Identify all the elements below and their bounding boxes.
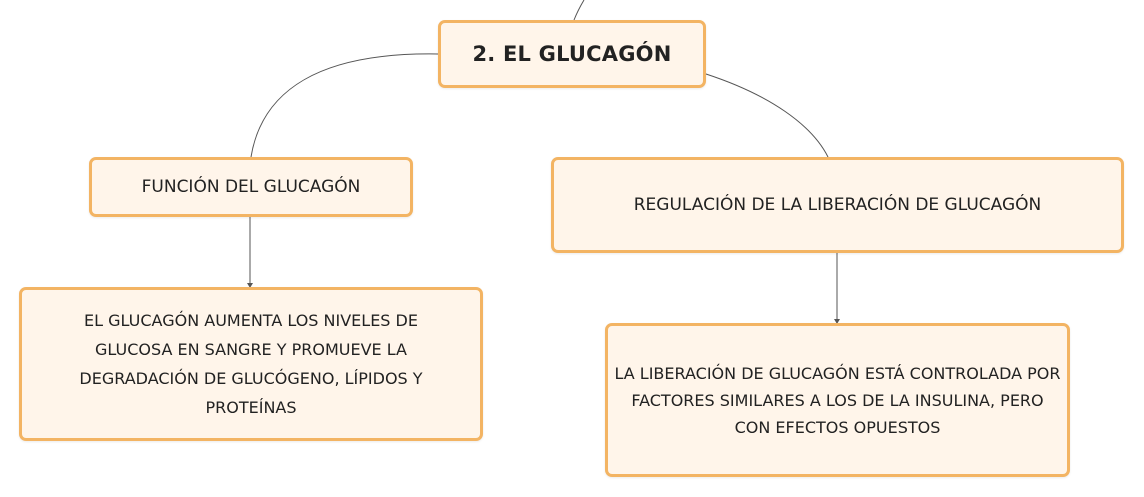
description-text: EL GLUCAGÓN AUMENTA LOS NIVELES DE GLUCO…: [79, 311, 423, 417]
root-label: 2. EL GLUCAGÓN: [472, 42, 672, 66]
branch-node-regulacion[interactable]: REGULACIÓN DE LA LIBERACIÓN DE GLUCAGÓN: [551, 157, 1124, 253]
connector-root-to-funcion: [250, 53, 439, 158]
arrowhead: [247, 283, 253, 288]
branch-title: FUNCIÓN DEL GLUCAGÓN: [141, 177, 361, 197]
description-node-regulacion[interactable]: LA LIBERACIÓN DE GLUCAGÓN ESTÁ CONTROLAD…: [605, 323, 1070, 477]
description-text: LA LIBERACIÓN DE GLUCAGÓN ESTÁ CONTROLAD…: [614, 363, 1061, 437]
branch-title: REGULACIÓN DE LA LIBERACIÓN DE GLUCAGÓN: [633, 195, 1042, 215]
connector-root-to-regulacion: [705, 73, 829, 158]
arrowhead: [834, 319, 840, 324]
description-node-funcion[interactable]: EL GLUCAGÓN AUMENTA LOS NIVELES DE GLUCO…: [19, 287, 483, 441]
root-node[interactable]: 2. EL GLUCAGÓN: [438, 20, 706, 88]
branch-node-funcion[interactable]: FUNCIÓN DEL GLUCAGÓN: [89, 157, 413, 217]
connector-parent-to-root: [573, 0, 585, 21]
